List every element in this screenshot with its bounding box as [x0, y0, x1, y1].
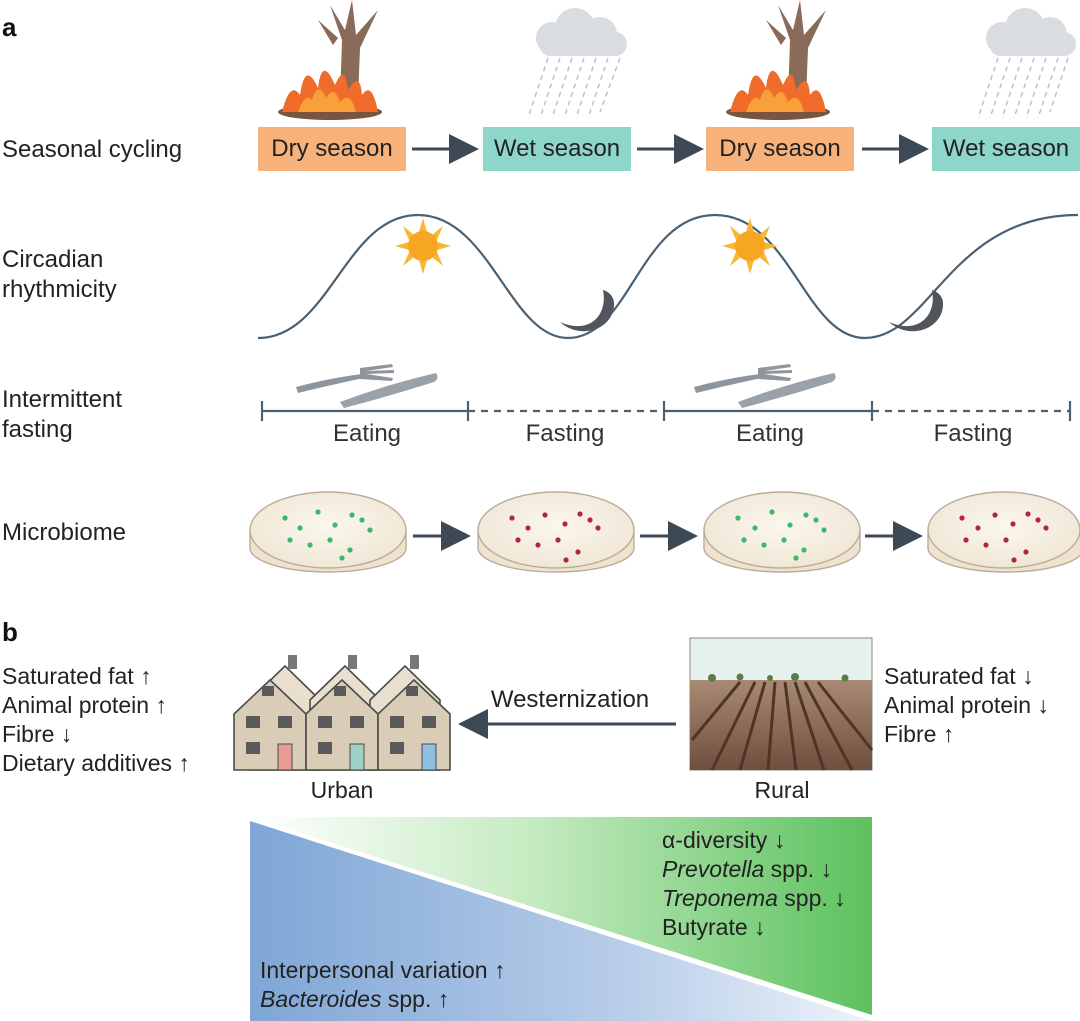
burning-tree-icon-2: [726, 0, 830, 120]
rural-field-icon: [689, 637, 874, 771]
rural-fact: Animal protein ↓: [884, 692, 1049, 718]
period-eating-2: Eating: [735, 420, 805, 447]
dry-season-box-2: Dry season: [706, 127, 854, 171]
period-fasting-2: Fasting: [933, 420, 1013, 447]
dry-season-box-1: Dry season: [258, 127, 406, 171]
blue-triangle-list: Interpersonal variation ↑ Bacteroides sp…: [260, 956, 505, 1014]
rural-fact: Fibre ↑: [884, 721, 955, 747]
blue-list-item: Interpersonal variation ↑: [260, 957, 506, 983]
burning-tree-icon-1: [278, 0, 382, 120]
green-gradient-triangle: [250, 817, 872, 1015]
urban-fact: Animal protein ↑: [2, 692, 167, 718]
period-fasting-1: Fasting: [525, 420, 605, 447]
petri-dish-green-2: [703, 491, 861, 573]
blue-gradient-triangle: [250, 821, 872, 1021]
rain-cloud-icon-1: [527, 8, 627, 119]
green-list-item: α-diversity ↓: [662, 827, 786, 853]
petri-dish-green-1: [249, 491, 407, 573]
sun-icon-2: [722, 218, 778, 274]
petri-dish-red-2: [927, 491, 1080, 573]
petri-dish-red-1: [477, 491, 635, 573]
green-list-item: Treponema spp. ↓: [662, 885, 846, 911]
fork-knife-icon-1: [296, 364, 438, 408]
green-list-item: Prevotella spp. ↓: [662, 856, 833, 882]
panel-a-letter: a: [2, 12, 17, 42]
circadian-wave: [257, 213, 1079, 340]
rural-fact: Saturated fat ↓: [884, 663, 1034, 689]
green-triangle-list: α-diversity ↓ Prevotella spp. ↓ Treponem…: [662, 826, 846, 942]
moon-icon-2: [889, 290, 944, 332]
urban-fact: Fibre ↓: [2, 721, 73, 747]
wet-season-box-2: Wet season: [932, 127, 1080, 171]
sun-icon-1: [395, 218, 451, 274]
blue-list-item: Bacteroides spp. ↑: [260, 986, 450, 1012]
rain-cloud-icon-2: [977, 8, 1076, 119]
period-eating-1: Eating: [332, 420, 402, 447]
rural-diet-facts: Saturated fat ↓ Animal protein ↓ Fibre ↑: [884, 662, 1049, 749]
label-microbiome: Microbiome: [2, 519, 127, 546]
green-list-item: Butyrate ↓: [662, 914, 766, 940]
label-circadian-line1: Circadian: [2, 246, 104, 273]
wet-season-box-1: Wet season: [483, 127, 631, 171]
urban-houses-icon: [233, 655, 451, 771]
urban-label: Urban: [310, 777, 374, 803]
urban-fact: Dietary additives ↑: [2, 750, 190, 776]
westernization-label: Westernization: [490, 686, 650, 713]
fasting-timeline: [260, 401, 1072, 421]
fork-knife-icon-2: [694, 364, 836, 408]
label-circadian-line2: rhythmicity: [2, 276, 117, 303]
urban-fact: Saturated fat ↑: [2, 663, 152, 689]
label-fasting-line2: fasting: [2, 416, 73, 443]
panel-b-letter: b: [2, 617, 18, 647]
rural-label: Rural: [754, 777, 810, 803]
urban-diet-facts: Saturated fat ↑ Animal protein ↑ Fibre ↓…: [2, 662, 190, 778]
label-seasonal-cycling: Seasonal cycling: [2, 136, 183, 163]
moon-icon-1: [560, 290, 615, 332]
label-fasting-line1: Intermittent: [2, 386, 123, 413]
